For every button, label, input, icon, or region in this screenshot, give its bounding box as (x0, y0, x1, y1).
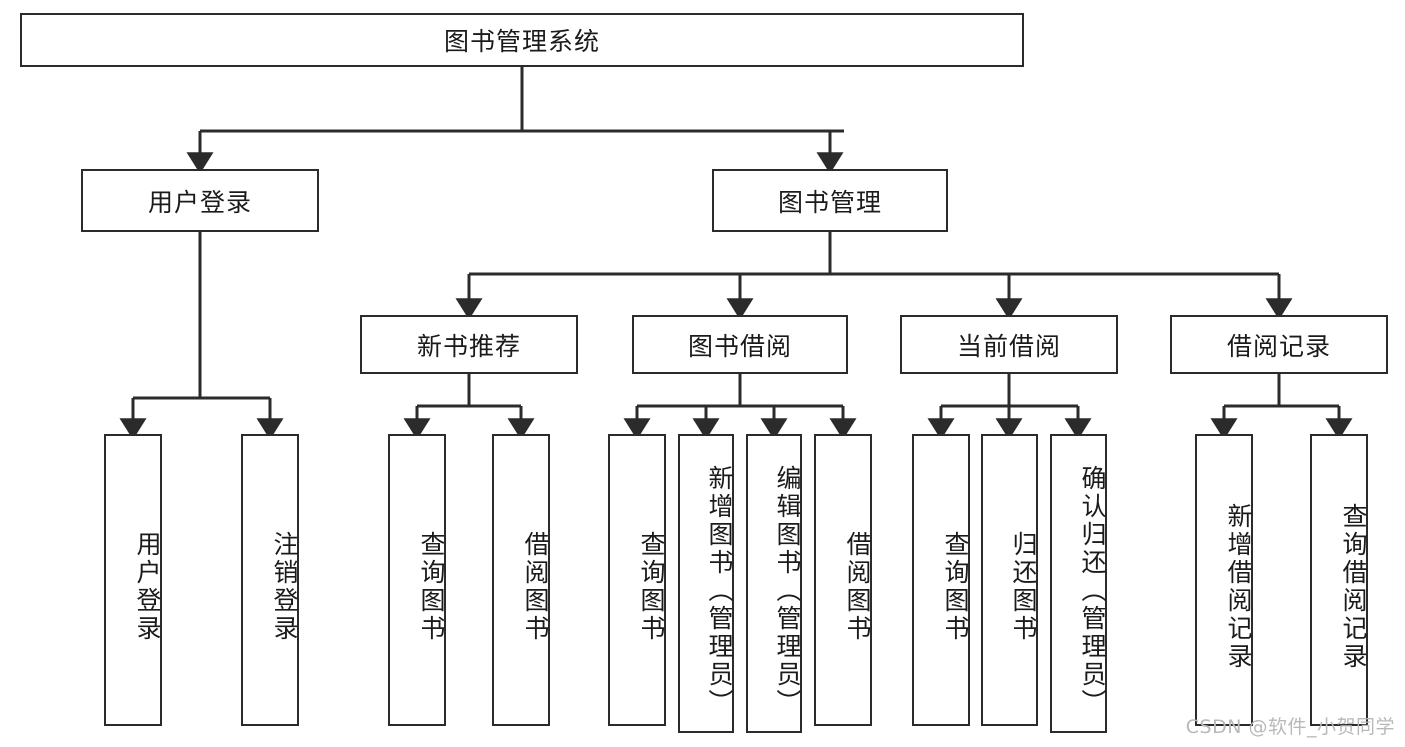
node-borrow-record[interactable]: 借阅记录 (1170, 315, 1388, 374)
leaf-add-borrow-record[interactable]: 新增借阅记录 (1195, 434, 1253, 726)
node-label: 归还图书 (1009, 531, 1038, 643)
leaf-confirm-return-admin[interactable]: 确认归还（管理员） (1050, 434, 1107, 733)
node-label: 图书管理 (777, 187, 882, 217)
node-label: 查询图书 (637, 531, 666, 643)
leaf-query-book-borrow[interactable]: 查询图书 (608, 434, 666, 726)
node-label: 借阅记录 (1226, 331, 1331, 361)
node-label: 新增图书（管理员） (705, 464, 734, 717)
node-label: 新书推荐 (416, 331, 521, 361)
node-new-book-recommend[interactable]: 新书推荐 (360, 315, 578, 374)
leaf-user-login[interactable]: 用户登录 (104, 434, 162, 726)
node-label: 新增借阅记录 (1224, 503, 1253, 671)
leaf-query-book-current[interactable]: 查询图书 (912, 434, 970, 726)
leaf-return-book[interactable]: 归还图书 (981, 434, 1038, 726)
node-label: 查询借阅记录 (1339, 503, 1368, 671)
node-label: 编辑图书（管理员） (773, 464, 802, 717)
node-user-login[interactable]: 用户登录 (81, 169, 319, 232)
node-label: 借阅图书 (521, 531, 550, 643)
leaf-logout[interactable]: 注销登录 (241, 434, 299, 726)
node-book-borrow[interactable]: 图书借阅 (632, 315, 848, 374)
csdn-watermark: CSDN @软件_小贺同学 (1185, 716, 1395, 738)
leaf-query-book-recommend[interactable]: 查询图书 (388, 434, 446, 726)
node-label: 查询图书 (941, 531, 970, 643)
leaf-borrow-book[interactable]: 借阅图书 (814, 434, 872, 726)
leaf-edit-book-admin[interactable]: 编辑图书（管理员） (746, 434, 802, 733)
node-label: 借阅图书 (843, 531, 872, 643)
node-label: 当前借阅 (956, 331, 1061, 361)
node-label: 用户登录 (147, 187, 252, 217)
node-root-book-management-system[interactable]: 图书管理系统 (20, 13, 1024, 67)
leaf-add-book-admin[interactable]: 新增图书（管理员） (678, 434, 734, 733)
node-label: 查询图书 (417, 531, 446, 643)
leaf-query-borrow-record[interactable]: 查询借阅记录 (1310, 434, 1368, 726)
leaf-borrow-book-recommend[interactable]: 借阅图书 (492, 434, 550, 726)
node-book-management[interactable]: 图书管理 (712, 169, 948, 232)
node-current-borrow[interactable]: 当前借阅 (900, 315, 1118, 374)
node-label: 确认归还（管理员） (1078, 464, 1107, 717)
node-label: 注销登录 (270, 531, 299, 643)
node-label: 图书管理系统 (443, 27, 600, 56)
node-label: 图书借阅 (687, 331, 792, 361)
node-label: 用户登录 (133, 531, 162, 643)
